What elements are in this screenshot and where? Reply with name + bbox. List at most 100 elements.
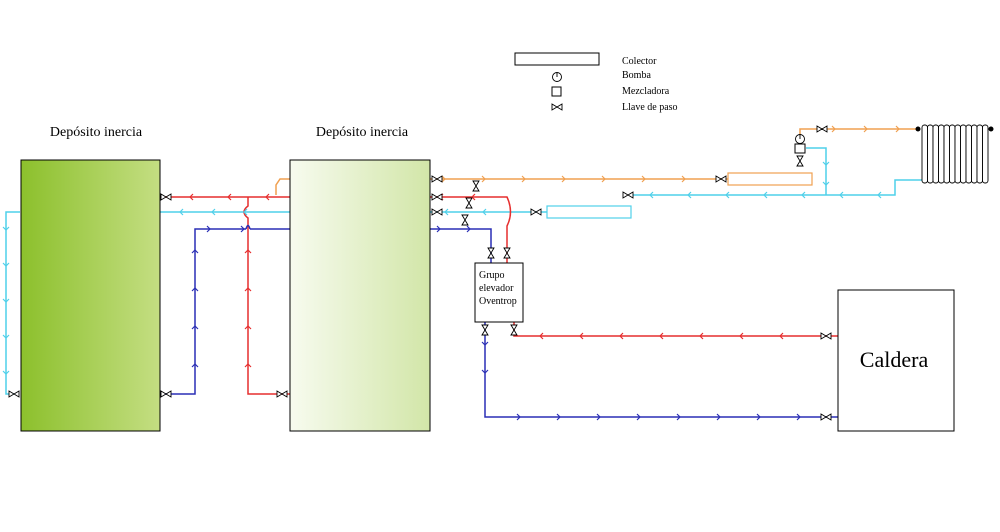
radiator-fin [971, 124, 978, 184]
flow-arrow [466, 225, 471, 233]
flow-arrow [801, 191, 806, 199]
shutoff-valve-icon [461, 214, 469, 226]
shutoff-valve-icon [160, 390, 172, 398]
flow-arrow [471, 193, 476, 201]
flow-arrow [779, 332, 784, 340]
radiator-fin [932, 124, 939, 184]
shutoff-valve-icon [796, 155, 804, 167]
radiator-fin [927, 124, 934, 184]
legend-mixer-label: Mezcladora [622, 86, 670, 97]
heating-return-pipe-mixer [806, 147, 827, 195]
hot-pipe-vertical [243, 197, 290, 395]
buffer-tank-left [20, 159, 161, 432]
return-pipe-center [430, 228, 492, 263]
flow-arrow [561, 175, 566, 183]
flow-arrow [863, 125, 868, 133]
flow-arrow [444, 208, 449, 216]
shutoff-valves [8, 125, 832, 421]
radiator-fin [938, 124, 945, 184]
flow-arrow [211, 208, 216, 216]
flow-arrow [244, 325, 252, 330]
flow-arrow [579, 332, 584, 340]
flow-arrow [822, 181, 830, 186]
shutoff-valve-icon [820, 413, 832, 421]
shutoff-valve-icon [431, 208, 443, 216]
legend-pump-icon [552, 72, 562, 82]
tank-left-title: Depósito inercia [50, 125, 143, 140]
flow-arrow [641, 175, 646, 183]
flow-arrow [265, 193, 270, 201]
flow-arrow [191, 363, 199, 368]
flow-arrow [2, 262, 10, 267]
heating-return-pipe-left [5, 211, 20, 395]
shutoff-valve-icon [431, 175, 443, 183]
flow-arrow [2, 334, 10, 339]
shutoff-valve-icon [431, 193, 443, 201]
flow-arrow [191, 249, 199, 254]
flow-arrow [763, 191, 768, 199]
shutoff-valve-icon [622, 191, 634, 199]
flow-arrow [227, 193, 232, 201]
flow-arrow [822, 161, 830, 166]
legend-collector-symbol [514, 52, 600, 66]
pump-group-label-1: Grupo [479, 270, 505, 281]
boiler-label: Caldera [860, 347, 929, 372]
flow-arrow [877, 191, 882, 199]
radiator-fin [960, 124, 967, 184]
flow-arrow [895, 125, 900, 133]
tank-center-title: Depósito inercia [316, 125, 409, 140]
flow-arrow [189, 193, 194, 201]
flow-arrow [725, 191, 730, 199]
flow-arrow [481, 175, 486, 183]
legend-valve-icon [551, 103, 563, 111]
flow-arrow [521, 175, 526, 183]
flow-arrow [482, 208, 487, 216]
flow-arrow [2, 226, 10, 231]
radiator-fin [921, 124, 928, 184]
flow-arrow [601, 175, 606, 183]
flow-arrow [481, 369, 489, 374]
heating-supply-pipe-radiator [799, 128, 918, 135]
flow-arrow [831, 125, 836, 133]
radiator-plug [988, 126, 994, 132]
legend-pump-label: Bomba [622, 70, 651, 81]
flow-arrow [206, 225, 211, 233]
flow-arrow [240, 225, 245, 233]
pump-group-label-2: elevador [479, 283, 514, 294]
legend-mixer-icon [551, 86, 562, 97]
hot-pipe-boiler [513, 322, 838, 337]
radiator-plug [915, 126, 921, 132]
radiator-fin [976, 124, 983, 184]
flow-arrow [244, 249, 252, 254]
shutoff-valve-icon [481, 324, 489, 336]
legend: Colector Bomba Mezcladora Llave de paso [514, 52, 678, 113]
shutoff-valve-icon [510, 324, 518, 336]
flow-arrow [481, 341, 489, 346]
heating-supply-pipe-branch [275, 178, 290, 195]
shutoff-valve-icon [8, 390, 20, 398]
shutoff-valve-icon [715, 175, 727, 183]
flow-arrow [556, 413, 561, 421]
flow-arrow [596, 413, 601, 421]
flow-arrow [179, 208, 184, 216]
flow-arrow [244, 363, 252, 368]
flow-arrow [243, 208, 248, 216]
flow-arrow [539, 332, 544, 340]
radiator-fin [982, 124, 989, 184]
shutoff-valve-icon [820, 332, 832, 340]
flow-arrow [716, 413, 721, 421]
supply-collector [727, 172, 813, 186]
flow-arrow [756, 413, 761, 421]
shutoff-valve-icon [160, 193, 172, 201]
flow-arrow [676, 413, 681, 421]
shutoff-valve-icon [465, 197, 473, 209]
radiator-fin [965, 124, 972, 184]
shutoff-valve-icon [530, 208, 542, 216]
flow-arrow [2, 370, 10, 375]
shutoff-valve-icon [472, 180, 480, 192]
flow-arrow [2, 298, 10, 303]
buffer-tank-center [289, 159, 431, 432]
radiator-fin [943, 124, 950, 184]
flow-arrow [516, 413, 521, 421]
